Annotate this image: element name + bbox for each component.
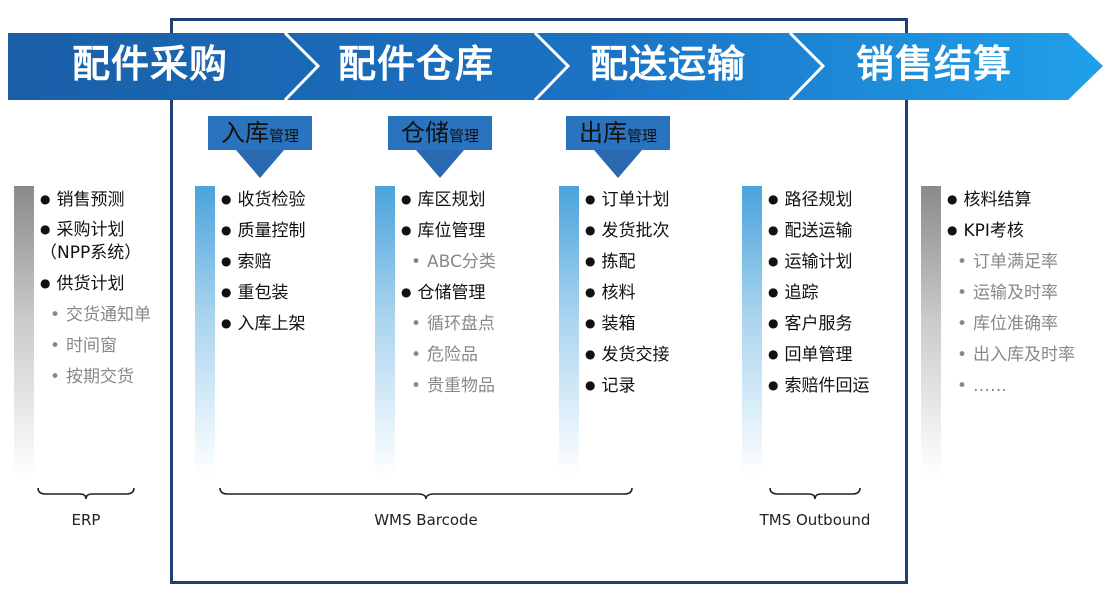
column-bar-outbound — [559, 186, 579, 476]
column-bar-erp — [14, 186, 34, 476]
sub-label-inbound: 入库管理 — [220, 119, 299, 147]
list-item: 核料 — [585, 281, 669, 312]
chevron-separator-3 — [788, 31, 826, 102]
list-item: 供货计划 — [40, 272, 164, 303]
list-item: 订单计划 — [585, 188, 669, 219]
list-subitem: 贵重物品 — [401, 374, 496, 405]
list-item: 记录 — [585, 374, 669, 405]
sub-label-outbound: 出库管理 — [578, 119, 657, 147]
item-list-settlement: 核料结算KPI考核订单满足率运输及时率库位准确率出入库及时率…… — [947, 188, 1075, 405]
brace-erp — [37, 487, 135, 500]
list-item: 核料结算 — [947, 188, 1075, 219]
stage-transport: 配送运输 — [590, 42, 747, 86]
list-subitem: 运输及时率 — [947, 281, 1075, 312]
list-item: 追踪 — [768, 281, 869, 312]
list-item: 质量控制 — [221, 219, 305, 250]
list-item: 发货交接 — [585, 343, 669, 374]
list-subitem: 按期交货 — [40, 365, 164, 396]
system-label-erp: ERP — [71, 511, 101, 529]
list-item: 入库上架 — [221, 312, 305, 343]
chevron-separator-1 — [283, 31, 321, 102]
sub-arrow-outbound: 出库管理 — [558, 116, 678, 180]
sub-label-storage: 仓储管理 — [400, 119, 479, 147]
system-label-tms: TMS Outbound — [759, 511, 871, 529]
brace-wms — [219, 487, 633, 500]
list-subitem: …… — [947, 374, 1075, 405]
list-item: 索赔件回运 — [768, 374, 869, 405]
list-subitem: 循环盘点 — [401, 312, 496, 343]
item-list-tms: 路径规划配送运输运输计划追踪客户服务回单管理索赔件回运 — [768, 188, 869, 405]
list-item: 仓储管理 — [401, 281, 496, 312]
item-list-inbound: 收货检验质量控制索赔重包装入库上架 — [221, 188, 305, 343]
list-subitem: 库位准确率 — [947, 312, 1075, 343]
list-item: 销售预测 — [40, 188, 164, 219]
wms-tms-frame — [170, 18, 908, 584]
column-bar-tms — [742, 186, 762, 476]
stage-procurement: 配件采购 — [72, 42, 229, 86]
item-list-outbound: 订单计划发货批次拣配核料装箱发货交接记录 — [585, 188, 669, 405]
list-item: 拣配 — [585, 250, 669, 281]
list-item: 装箱 — [585, 312, 669, 343]
list-item: 库位管理 — [401, 219, 496, 250]
item-list-storage: 库区规划库位管理ABC分类仓储管理循环盘点危险品贵重物品 — [401, 188, 496, 405]
stage-warehouse: 配件仓库 — [338, 42, 495, 86]
list-item: 索赔 — [221, 250, 305, 281]
column-bar-settlement — [921, 186, 941, 476]
stage-settlement: 销售结算 — [856, 42, 1013, 86]
column-bar-inbound — [195, 186, 215, 476]
column-bar-storage — [375, 186, 395, 476]
list-item: 路径规划 — [768, 188, 869, 219]
list-item: 发货批次 — [585, 219, 669, 250]
list-subitem: 交货通知单 — [40, 303, 164, 334]
list-subitem: 时间窗 — [40, 334, 164, 365]
chevron-separator-2 — [533, 31, 571, 102]
brace-tms — [769, 487, 861, 500]
list-item: 回单管理 — [768, 343, 869, 374]
item-list-erp: 销售预测采购计划（NPP系统） 供货计划交货通知单时间窗按期交货 — [40, 188, 164, 396]
list-subitem: ABC分类 — [401, 250, 496, 281]
list-item: 运输计划 — [768, 250, 869, 281]
sub-arrow-inbound: 入库管理 — [200, 116, 320, 180]
list-subitem: 危险品 — [401, 343, 496, 374]
sub-arrow-storage: 仓储管理 — [380, 116, 500, 180]
process-arrow-shape — [8, 33, 1103, 100]
list-item: 库区规划 — [401, 188, 496, 219]
process-banner: 配件采购 配件仓库 配送运输 销售结算 — [0, 0, 1111, 130]
list-subitem: 订单满足率 — [947, 250, 1075, 281]
system-label-wms: WMS Barcode — [374, 511, 478, 529]
list-item: KPI考核 — [947, 219, 1075, 250]
list-item: 配送运输 — [768, 219, 869, 250]
list-item: 重包装 — [221, 281, 305, 312]
list-subitem: 出入库及时率 — [947, 343, 1075, 374]
list-item: 客户服务 — [768, 312, 869, 343]
list-item: 收货检验 — [221, 188, 305, 219]
list-item: 采购计划（NPP系统） — [40, 219, 164, 264]
